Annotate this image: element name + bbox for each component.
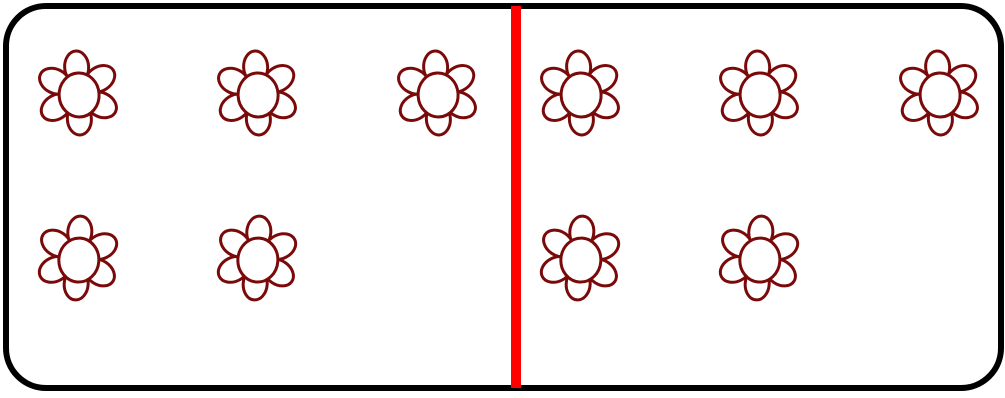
board-frame [6,6,1001,388]
